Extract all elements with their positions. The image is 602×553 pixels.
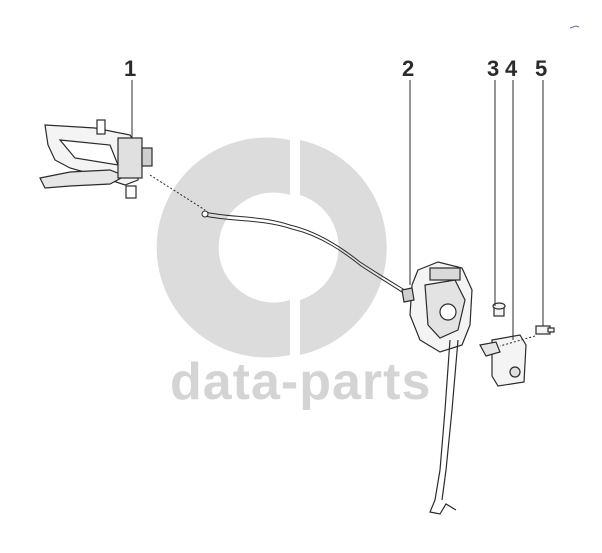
callout-5: 5	[535, 56, 548, 81]
callout-3: 3	[487, 56, 500, 81]
gp-monogram-icon	[156, 137, 387, 358]
striker-plate	[479, 334, 527, 387]
corner-mark	[569, 25, 580, 29]
watermark-text: data-parts	[170, 353, 432, 411]
bolt	[492, 302, 506, 317]
inner-door-handle	[39, 119, 153, 199]
door-lock-actuator	[401, 261, 473, 515]
callout-4: 4	[505, 56, 518, 81]
screw	[535, 325, 555, 335]
leader-lines	[131, 80, 544, 347]
callout-2: 2	[402, 56, 415, 81]
release-cable	[149, 174, 409, 297]
callout-1: 1	[124, 56, 137, 81]
